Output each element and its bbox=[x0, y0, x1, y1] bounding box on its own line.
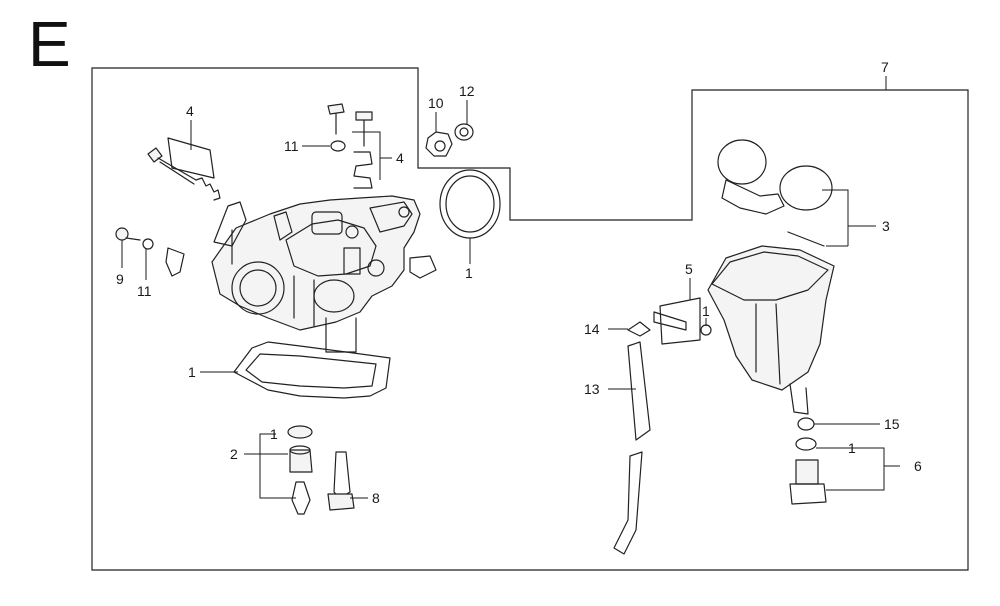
throttle-stop-screw bbox=[115, 227, 185, 277]
label-part-4-top-left: 4 bbox=[186, 103, 194, 119]
label-part-1-gasket: 1 bbox=[188, 364, 196, 380]
label-part-1-ring: 1 bbox=[465, 265, 473, 281]
label-part-7: 7 bbox=[881, 59, 889, 75]
pilot-screw-assembly bbox=[147, 137, 221, 201]
section-letter: E bbox=[28, 8, 71, 80]
label-part-6: 6 bbox=[914, 458, 922, 474]
o-ring bbox=[439, 169, 501, 239]
label-part-1-jet: 1 bbox=[270, 426, 278, 442]
label-part-10: 10 bbox=[428, 95, 444, 111]
nut-and-washer bbox=[425, 123, 474, 157]
label-part-12: 12 bbox=[459, 83, 475, 99]
label-part-2: 2 bbox=[230, 446, 238, 462]
label-part-1-drain: 1 bbox=[848, 440, 856, 456]
label-part-9: 9 bbox=[116, 271, 124, 287]
main-jet-assembly bbox=[287, 425, 355, 515]
label-part-4-top-right: 4 bbox=[396, 150, 404, 166]
diagram-frame bbox=[91, 67, 969, 571]
label-part-3: 3 bbox=[882, 218, 890, 234]
label-part-13: 13 bbox=[584, 381, 600, 397]
drain-tube bbox=[613, 321, 651, 555]
label-part-1-screw: 1 bbox=[702, 303, 710, 319]
float-chamber-gasket bbox=[233, 341, 391, 399]
label-part-11-top: 11 bbox=[284, 138, 299, 154]
float-chamber bbox=[707, 245, 835, 415]
float-assembly bbox=[717, 139, 833, 247]
drain-plug-assembly bbox=[789, 417, 827, 505]
label-part-11-left: 11 bbox=[137, 283, 152, 299]
top-screw-assembly bbox=[327, 103, 373, 189]
label-part-14: 14 bbox=[584, 321, 600, 337]
label-part-5: 5 bbox=[685, 261, 693, 277]
label-part-15: 15 bbox=[884, 416, 900, 432]
label-part-8: 8 bbox=[372, 490, 380, 506]
carburetor-body bbox=[211, 195, 437, 353]
